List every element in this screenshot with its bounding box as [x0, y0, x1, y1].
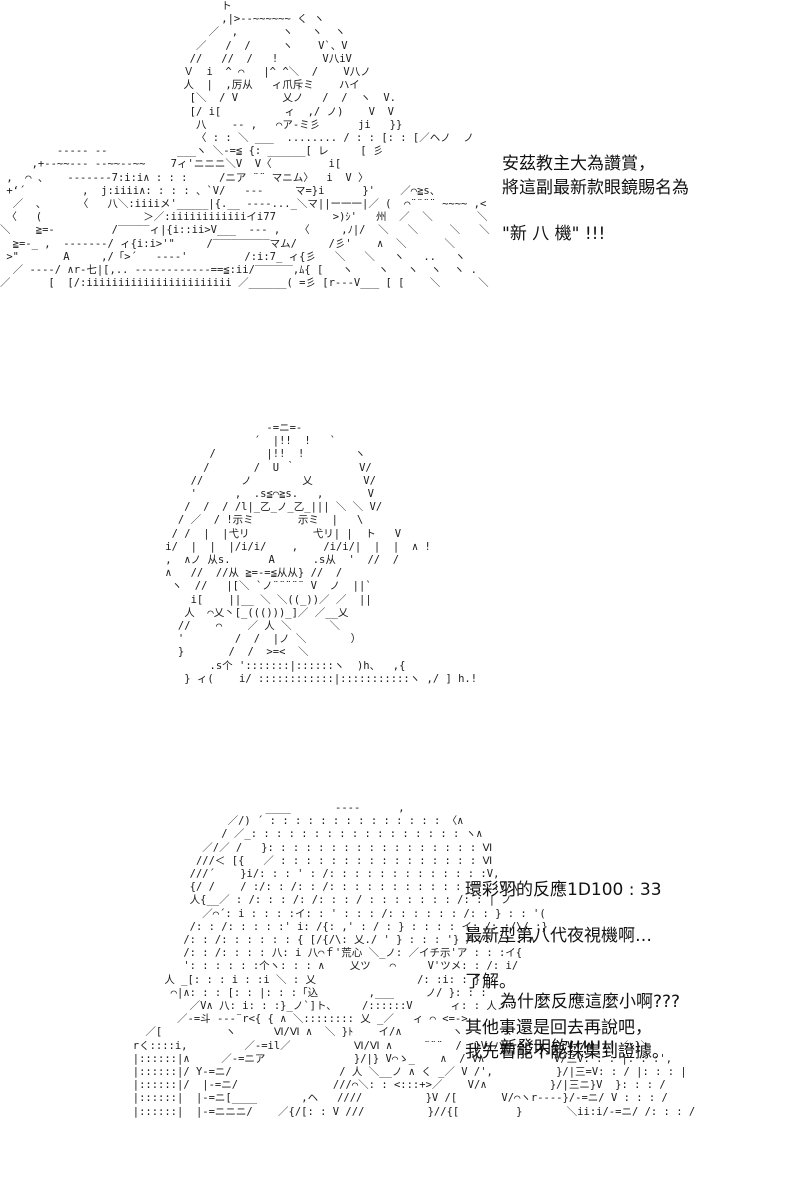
- panel-reaction: -=ニ=- ´ |!! ! ` / |!! ! ヽ / / U ｀ V/ // …: [0, 400, 800, 1062]
- caption-line: 其他事還是回去再說吧，: [465, 1018, 652, 1038]
- caption-line: "新 八 機" !!!: [502, 224, 606, 244]
- caption-line: 環彩羽的反應1D100 : 33: [465, 880, 662, 900]
- ascii-art-iroha-reaction: -=ニ=- ´ |!! ! ` / |!! ! ヽ / / U ｀ V/ // …: [165, 422, 478, 685]
- caption-narration: 安茲教主大為讚賞， 將這副最新款眼鏡賜名為 "新 八 機" !!!: [502, 152, 689, 246]
- ascii-art-complaint: ____ ---- , ／/) ´ : : : : : : : : : : : …: [132, 802, 696, 1118]
- caption-line: 為什麼反應這麼小啊???: [500, 992, 681, 1012]
- caption-dialogue: 環彩羽的反應1D100 : 33 最新型第八代夜視機啊… 了解。 其他事還是回去…: [465, 878, 669, 1064]
- caption-line: 新發明欸!!!!!!!: [500, 1038, 616, 1058]
- caption-line: 安茲教主大為讚賞，: [502, 154, 655, 174]
- panel-complaint: ____ ---- , ／/) ´ : : : : : : : : : : : …: [0, 780, 800, 1200]
- caption-line: 最新型第八代夜視機啊…: [465, 926, 652, 946]
- caption-line: 了解。: [465, 972, 516, 992]
- caption-dialogue: 為什麼反應這麼小啊??? 新發明欸!!!!!!!: [500, 990, 680, 1060]
- ascii-art-glasses-presentation: ト ,|>‐‐~~~~~~ く ヽ ／ , ヽ ヽ ヽ ／ / / ヽ V`、V…: [0, 0, 490, 290]
- caption-line: 我先看能不能採集到證據。: [465, 1042, 669, 1062]
- caption-line: 將這副最新款眼鏡賜名為: [502, 178, 689, 198]
- panel-presentation: ト ,|>‐‐~~~~~~ く ヽ ／ , ヽ ヽ ヽ ／ / / ヽ V`、V…: [0, 0, 800, 400]
